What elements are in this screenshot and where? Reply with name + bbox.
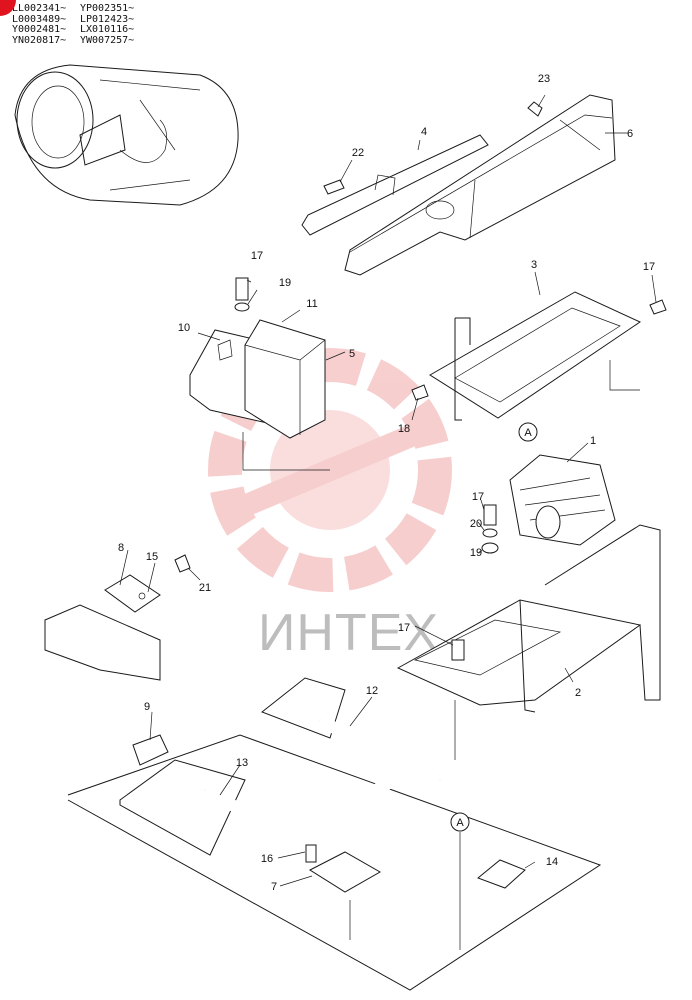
connection-marker-label: A bbox=[456, 817, 464, 829]
callout-10: 10 bbox=[178, 322, 190, 334]
floor-plate bbox=[67, 677, 602, 991]
callout-21: 21 bbox=[199, 582, 211, 594]
stand-2 bbox=[396, 524, 661, 713]
callout-9: 9 bbox=[144, 701, 150, 713]
callout-20: 20 bbox=[470, 518, 482, 530]
serial-range: Y0002481~ bbox=[12, 24, 67, 35]
serial-range: L0003489~ bbox=[12, 13, 67, 25]
callout-15: 15 bbox=[146, 551, 158, 563]
callout-5: 5 bbox=[349, 348, 355, 360]
callout-22: 22 bbox=[352, 147, 364, 159]
callout-17: 17 bbox=[472, 491, 484, 503]
serial-range: YN020817~ bbox=[12, 34, 67, 46]
callout-18: 18 bbox=[398, 423, 410, 435]
connection-marker: A bbox=[450, 812, 470, 832]
heater-unit-1 bbox=[481, 454, 616, 554]
callout-11: 11 bbox=[306, 298, 317, 310]
machine-overview-inset bbox=[14, 64, 239, 206]
callout-8: 8 bbox=[118, 542, 124, 554]
serial-range: YW007257~ bbox=[80, 34, 135, 46]
callout-14: 14 bbox=[546, 856, 558, 868]
corner-mark bbox=[0, 0, 16, 16]
callout-12: 12 bbox=[366, 685, 378, 697]
callout-16: 16 bbox=[261, 853, 273, 865]
callout-1: 1 bbox=[590, 435, 596, 447]
serial-range: LP012423~ bbox=[80, 13, 135, 25]
connection-marker: A bbox=[518, 422, 538, 442]
tray-3 bbox=[411, 291, 667, 421]
callout-13: 13 bbox=[236, 757, 248, 769]
connection-marker-label: A bbox=[524, 427, 532, 439]
callout-19: 19 bbox=[279, 277, 291, 289]
watermark-text: ИНТЕХ bbox=[258, 604, 439, 662]
callout-17: 17 bbox=[251, 250, 263, 262]
battery-box-5 bbox=[189, 277, 326, 439]
callout-3: 3 bbox=[531, 259, 537, 271]
callout-4: 4 bbox=[421, 126, 427, 138]
serial-range: LL002341~ bbox=[12, 3, 67, 14]
callout-17: 17 bbox=[398, 622, 410, 634]
callout-23: 23 bbox=[538, 73, 550, 85]
frame-assembly-6 bbox=[301, 94, 616, 276]
callout-17: 17 bbox=[643, 261, 655, 273]
serial-range: YP002351~ bbox=[80, 3, 135, 14]
callout-7: 7 bbox=[271, 881, 277, 893]
serial-range: LX010116~ bbox=[80, 24, 135, 35]
callout-6: 6 bbox=[627, 128, 633, 140]
callout-19: 19 bbox=[470, 547, 482, 559]
panel-8 bbox=[44, 554, 191, 681]
callout-2: 2 bbox=[575, 687, 581, 699]
leader-lines bbox=[119, 94, 657, 950]
